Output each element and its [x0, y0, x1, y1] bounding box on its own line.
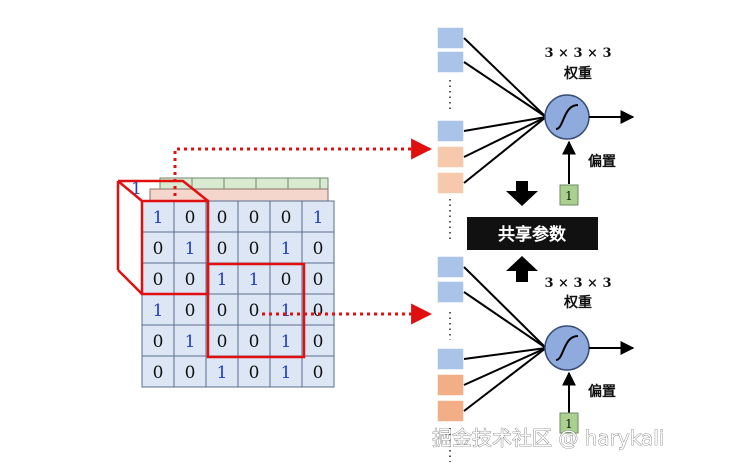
input-unit [436, 255, 465, 279]
grid-cell [173, 355, 207, 388]
bias-value: 1 [565, 417, 573, 431]
grid-cell-value: 1 [185, 239, 196, 259]
grid-cell-value: 1 [185, 332, 196, 352]
grid-cell-value: 1 [281, 301, 292, 321]
grid-cell-value: 1 [313, 208, 324, 228]
grid-cell-value: 0 [153, 239, 164, 259]
sigmoid-icon [555, 335, 579, 361]
grid-cell-value: 0 [185, 363, 196, 383]
shared-params-label: 共享参数 [498, 224, 567, 245]
bias-node [559, 184, 579, 206]
input-unit [436, 280, 465, 304]
grid-cell [237, 231, 271, 264]
grid-cell [205, 200, 239, 233]
grid-cell [205, 231, 239, 264]
receptive-field-connector-top [173, 138, 433, 196]
grid-cell [173, 262, 207, 295]
grid-cell-value: 0 [217, 332, 228, 352]
grid-cell-value: 0 [313, 301, 324, 321]
grid-cell-value: 0 [217, 239, 228, 259]
grid-cell-value: 0 [217, 208, 228, 228]
grid-cell [173, 324, 207, 357]
input-unit [436, 26, 465, 50]
arrow-down-icon [506, 181, 538, 206]
grid-cell-value: 0 [313, 239, 324, 259]
grid-cell [269, 355, 303, 388]
grid-cell-value: 0 [249, 332, 260, 352]
shared-params-box [467, 217, 598, 250]
input-unit [436, 50, 465, 74]
weights-label: 3 × 3 × 3 [544, 276, 611, 291]
grid-cell-value: 0 [153, 363, 164, 383]
grid-cell [141, 355, 175, 388]
grid-cell [301, 355, 335, 388]
grid-cell-value: 0 [313, 270, 324, 290]
input-unit [436, 145, 465, 169]
grid-cell-value: 0 [313, 363, 324, 383]
grid-cell-value: 0 [153, 270, 164, 290]
grid-cell-value: 0 [313, 332, 324, 352]
grid-cell [205, 324, 239, 357]
grid-cell-value: 0 [185, 208, 196, 228]
bias-node [559, 412, 579, 434]
grid-cell [301, 293, 335, 326]
sigmoid-icon [555, 104, 579, 130]
grid-cell [205, 355, 239, 388]
weights-label: 3 × 3 × 3 [544, 46, 611, 61]
top-neuron: 1 3 × 3 × 3 权重 偏置 [544, 46, 635, 206]
grid-cell-value: 1 [153, 301, 164, 321]
grid-cell-value: 0 [185, 270, 196, 290]
input-grid: 1 0 0 0 0 1 0 1 0 0 1 0 0 0 1 1 0 0 1 0 0 0 1 0 0 1 0 0 1 0 0 0 1 0 1 0 [141, 200, 335, 388]
neuron-node [544, 325, 590, 371]
grid-cell-value: 1 [217, 270, 228, 290]
bottom-weight-connections [463, 266, 547, 412]
grid-cell-value: 0 [249, 239, 260, 259]
input-unit [436, 347, 465, 371]
grid-cell-value: 0 [281, 208, 292, 228]
arrow-up-icon [506, 256, 538, 282]
grid-cell-value: 0 [249, 208, 260, 228]
grid-cell [205, 262, 239, 295]
grid-cell-value: 0 [185, 301, 196, 321]
back-layer-cell-value: 1 [131, 179, 142, 199]
weights-caption: 权重 [563, 65, 592, 82]
grid-cell-value: 1 [153, 208, 164, 228]
grid-cell-value: 0 [281, 270, 292, 290]
input-unit [436, 119, 465, 143]
bias-value: 1 [565, 189, 573, 203]
grid-cell-value: 1 [281, 332, 292, 352]
weights-caption: 权重 [563, 294, 592, 311]
bias-caption: 偏置 [588, 383, 616, 400]
input-unit [436, 373, 465, 397]
grid-cell-value: 0 [217, 301, 228, 321]
top-weight-connections [463, 37, 547, 184]
grid-cell-value: 1 [281, 363, 292, 383]
input-unit [436, 171, 465, 195]
bias-caption: 偏置 [588, 153, 616, 170]
grid-cell-value: 1 [217, 363, 228, 383]
bottom-input-column [436, 255, 465, 462]
grid-cell [301, 262, 335, 295]
grid-cell [173, 200, 207, 233]
grid-cell-value: 0 [153, 332, 164, 352]
grid-cell-value: 1 [249, 270, 260, 290]
bottom-neuron: 1 3 × 3 × 3 权重 偏置 [544, 276, 635, 434]
grid-cell [269, 200, 303, 233]
input-unit [436, 399, 465, 423]
grid-cell-value: 0 [249, 363, 260, 383]
grid-cell [237, 262, 271, 295]
watermark: 掘金技术社区 @ harykali [432, 426, 664, 450]
grid-cell [173, 231, 207, 264]
top-input-column [436, 26, 465, 240]
neuron-node [544, 94, 590, 140]
grid-cell-value: 0 [249, 301, 260, 321]
grid-cell-value: 1 [281, 239, 292, 259]
grid-cell [141, 293, 175, 326]
shared-parameters: 共享参数 [467, 181, 598, 282]
receptive-field-highlight [116, 179, 306, 359]
grid-cell [269, 231, 303, 264]
